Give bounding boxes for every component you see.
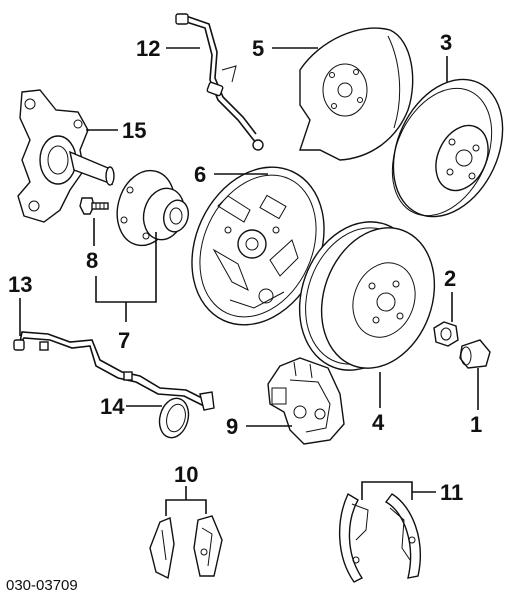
callout-7: 7 (118, 328, 130, 353)
part-abs-sensor (13, 331, 215, 411)
callout-13: 13 (8, 272, 32, 297)
callout-6: 6 (194, 162, 206, 187)
part-brake-rotor (391, 78, 504, 218)
callout-2: 2 (444, 266, 456, 291)
part-bolt (79, 197, 109, 215)
callout-8: 8 (86, 248, 98, 273)
leader-11 (361, 481, 413, 500)
callout-11: 11 (440, 480, 463, 505)
callout-1: 1 (470, 412, 482, 437)
part-hub-cap (459, 339, 491, 369)
part-brake-shoes (339, 492, 421, 583)
callout-9: 9 (226, 414, 238, 439)
leader-10 (165, 499, 207, 516)
part-dust-shield (299, 27, 414, 161)
callout-12: 12 (136, 36, 160, 61)
diagram-part-number: 030-03709 (6, 577, 78, 594)
part-knuckle (17, 89, 115, 223)
part-caliper (267, 357, 345, 445)
part-brake-hose (175, 13, 264, 151)
callout-5: 5 (252, 36, 264, 61)
part-lock-nut (433, 321, 459, 347)
callout-15: 15 (122, 118, 146, 143)
part-hub-bearing (116, 169, 190, 247)
callout-10: 10 (174, 462, 198, 487)
callout-3: 3 (440, 30, 452, 55)
part-brake-pads (149, 515, 223, 580)
callout-14: 14 (100, 394, 125, 419)
callout-4: 4 (372, 410, 385, 435)
part-brake-drum (298, 221, 436, 371)
part-seal-ring (158, 397, 190, 439)
